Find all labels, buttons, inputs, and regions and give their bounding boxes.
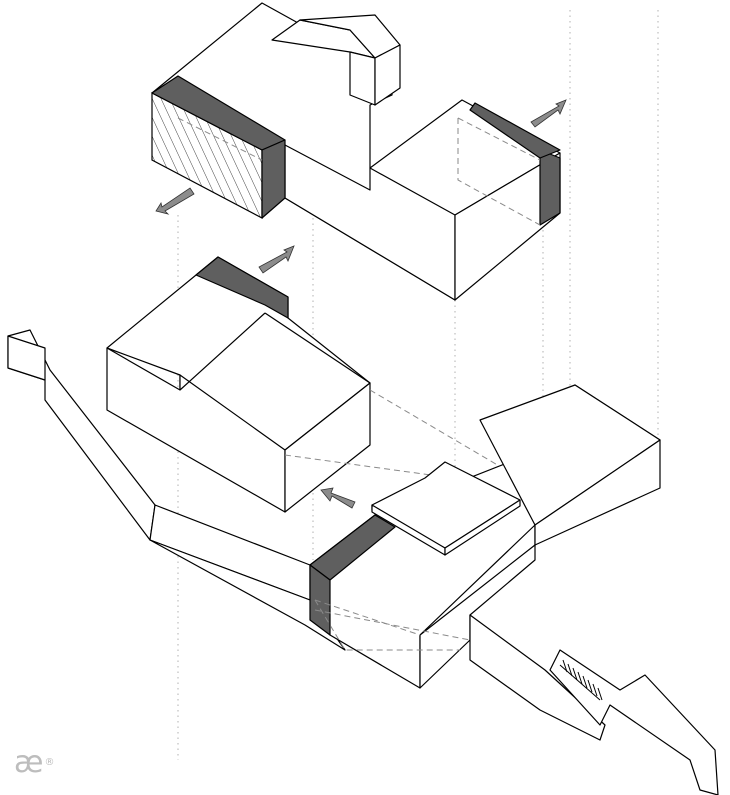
arrow-icon [320, 487, 356, 509]
arrow-icon [258, 245, 295, 274]
studio-logo: æ® [14, 748, 54, 778]
movement-arrows-upper [155, 99, 567, 274]
stair [559, 659, 603, 701]
projection-guides [177, 10, 659, 760]
logo-mark: æ [14, 745, 44, 780]
upper-volume [151, 2, 561, 301]
arrow-icon [530, 99, 567, 128]
arrow-icon [155, 187, 195, 215]
registered-mark: ® [44, 757, 55, 768]
middle-volume [106, 256, 541, 520]
ground-level [7, 329, 719, 795]
